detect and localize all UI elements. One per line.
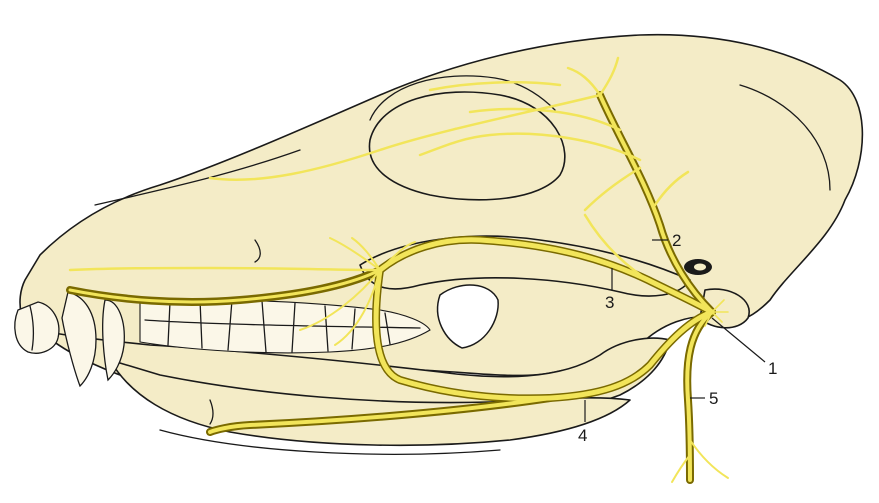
mental-line xyxy=(209,399,214,425)
label-1: 1 xyxy=(768,359,777,378)
teeth xyxy=(14,291,431,388)
upper-canine xyxy=(61,291,97,388)
cervical-twigs xyxy=(671,439,729,483)
temporal-fossa xyxy=(436,284,499,349)
lower-canine xyxy=(102,299,125,382)
leader-lines xyxy=(584,239,766,422)
label-4: 4 xyxy=(578,426,587,445)
cervical-branch xyxy=(685,310,714,482)
label-3: 3 xyxy=(605,293,614,312)
temporal-twigs xyxy=(418,56,690,212)
incisor-line xyxy=(29,305,34,351)
buccal-branch-rostral xyxy=(68,268,382,304)
label-2: 2 xyxy=(672,231,681,250)
brow-ridge xyxy=(369,75,556,121)
exit-tufts xyxy=(704,299,729,327)
dorsal-buccal-long xyxy=(208,93,602,181)
skull xyxy=(19,33,864,377)
acoustic-meatus-inner xyxy=(694,263,706,271)
orbit xyxy=(368,91,566,201)
buccal-plexus-twigs xyxy=(299,237,416,346)
auriculopalpebral-branch xyxy=(598,93,714,314)
buccal-branch-upper xyxy=(377,237,715,315)
mandible-lower-edge xyxy=(159,429,501,455)
incisors xyxy=(14,301,60,354)
zygomatic-twig xyxy=(583,213,650,282)
leader-1 xyxy=(711,317,766,363)
nasal-line xyxy=(94,149,301,206)
facial-line xyxy=(254,239,261,263)
facial-nerve xyxy=(68,56,729,483)
label-5: 5 xyxy=(709,389,718,408)
buccal-branch-nasal xyxy=(68,266,382,272)
occipital-crest xyxy=(739,84,831,191)
marginal-mandibular-branch xyxy=(208,396,552,434)
